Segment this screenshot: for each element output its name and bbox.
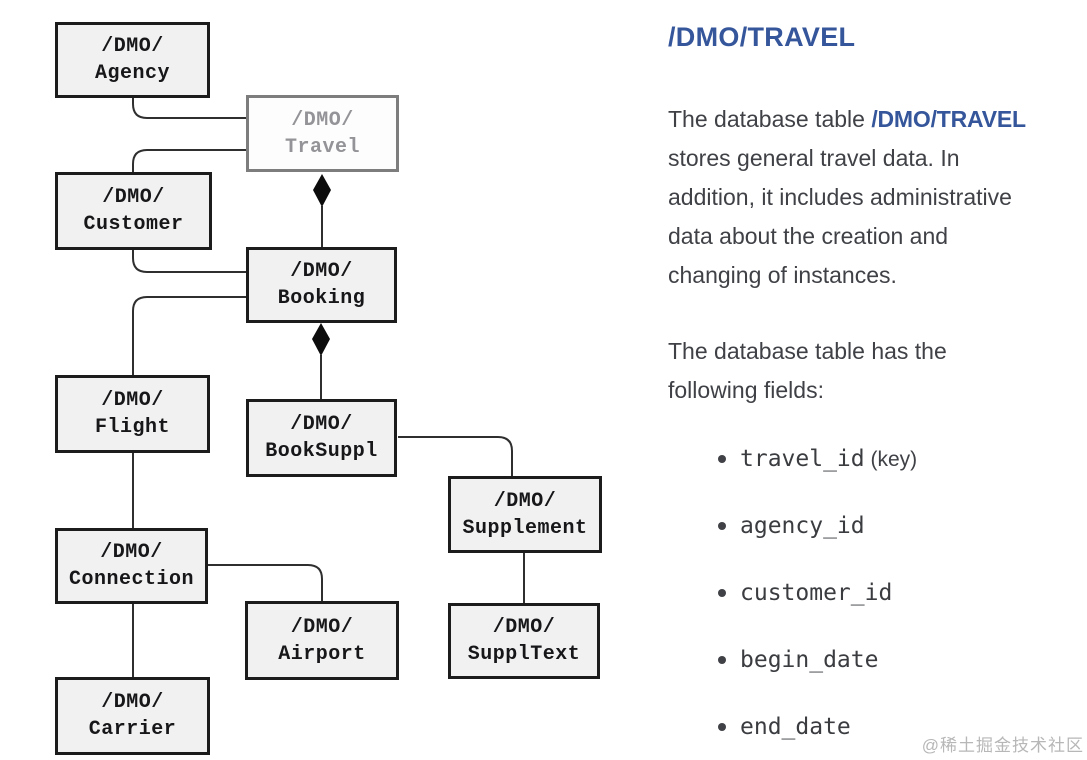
- connector-customer-booking: [132, 250, 246, 273]
- fields-intro-paragraph: The database table has the following fie…: [668, 338, 947, 403]
- field-code: travel_id: [740, 446, 865, 472]
- field-item-begin-date: begin_date: [718, 642, 1087, 678]
- doc-panel: /DMO/TRAVEL The database table /DMO/TRAV…: [668, 16, 1087, 760]
- node-label-line2: Airport: [278, 642, 366, 666]
- node-label-line2: SupplText: [467, 643, 581, 666]
- er-diagram: /DMO/ Agency /DMO/ Travel /DMO/ Customer…: [55, 22, 602, 755]
- node-label-line1: /DMO/: [493, 489, 557, 513]
- node-label-line1: /DMO/: [290, 413, 353, 436]
- node-label-line1: /DMO/: [101, 691, 164, 714]
- field-code: begin_date: [740, 647, 879, 673]
- field-code: customer_id: [740, 580, 893, 606]
- node-label-line1: /DMO/: [100, 541, 163, 564]
- node-label-line2: Supplement: [462, 516, 588, 540]
- field-item-agency-id: agency_id: [718, 508, 1087, 544]
- field-item-end-date: end_date: [718, 709, 1087, 745]
- composition-diamond-booking-booksuppl: [312, 323, 330, 356]
- connector-booking-flight: [132, 296, 246, 375]
- diagram-connectors: [132, 98, 525, 677]
- fields-list: travel_id (key) agency_id customer_id be…: [668, 441, 1087, 745]
- field-code: agency_id: [740, 513, 865, 539]
- node-label-line2: Connection: [68, 568, 195, 591]
- node-dmo-suppltext: /DMO/ SupplText: [448, 603, 600, 679]
- field-item-customer-id: customer_id: [718, 575, 1087, 611]
- node-dmo-carrier: /DMO/ Carrier: [55, 677, 210, 755]
- node-label-line2: BookSuppl: [265, 440, 378, 463]
- node-dmo-booksuppl: /DMO/ BookSuppl: [246, 399, 397, 477]
- field-item-travel-id: travel_id (key): [718, 441, 1087, 477]
- node-label-line1: /DMO/: [290, 260, 353, 283]
- node-dmo-flight: /DMO/ Flight: [55, 375, 210, 453]
- node-label-line1: /DMO/: [290, 615, 354, 639]
- connector-connection-airport: [208, 564, 323, 601]
- inline-table-name: /DMO/TRAVEL: [871, 106, 1026, 132]
- intro-paragraph: The database table /DMO/TRAVEL stores ge…: [668, 100, 1087, 295]
- watermark: @稀土掘金技术社区: [921, 736, 1084, 755]
- node-label-line2: Customer: [83, 213, 184, 236]
- field-suffix: (key): [864, 448, 918, 471]
- composition-diamond-travel-booking: [313, 174, 331, 207]
- node-label-line2: Flight: [94, 416, 170, 439]
- node-label-line2: Travel: [284, 135, 360, 159]
- node-dmo-agency: /DMO/ Agency: [55, 22, 210, 98]
- connector-agency-travel: [132, 98, 246, 119]
- field-code: end_date: [740, 714, 851, 740]
- intro-text-before: The database table: [668, 106, 872, 132]
- node-label-line2: Agency: [94, 62, 170, 85]
- node-dmo-airport: /DMO/ Airport: [245, 601, 399, 680]
- node-dmo-connection: /DMO/ Connection: [55, 528, 208, 604]
- node-label-line1: /DMO/: [291, 108, 354, 132]
- node-label-line1: /DMO/: [101, 389, 164, 412]
- node-label-line1: /DMO/: [102, 186, 165, 209]
- page-title: /DMO/TRAVEL: [668, 22, 856, 52]
- node-dmo-booking: /DMO/ Booking: [246, 247, 397, 323]
- node-dmo-customer: /DMO/ Customer: [55, 172, 212, 250]
- connector-travel-customer: [132, 149, 246, 172]
- node-label-line1: /DMO/: [101, 35, 164, 58]
- node-label-line2: Booking: [277, 287, 366, 310]
- node-dmo-supplement: /DMO/ Supplement: [448, 476, 602, 553]
- connector-booksuppl-supplement: [398, 436, 513, 476]
- node-label-line2: Carrier: [88, 718, 177, 741]
- node-label-line1: /DMO/: [492, 616, 556, 639]
- node-dmo-travel: /DMO/ Travel: [246, 95, 399, 172]
- intro-text-after: stores general travel data. In addition,…: [668, 145, 1012, 288]
